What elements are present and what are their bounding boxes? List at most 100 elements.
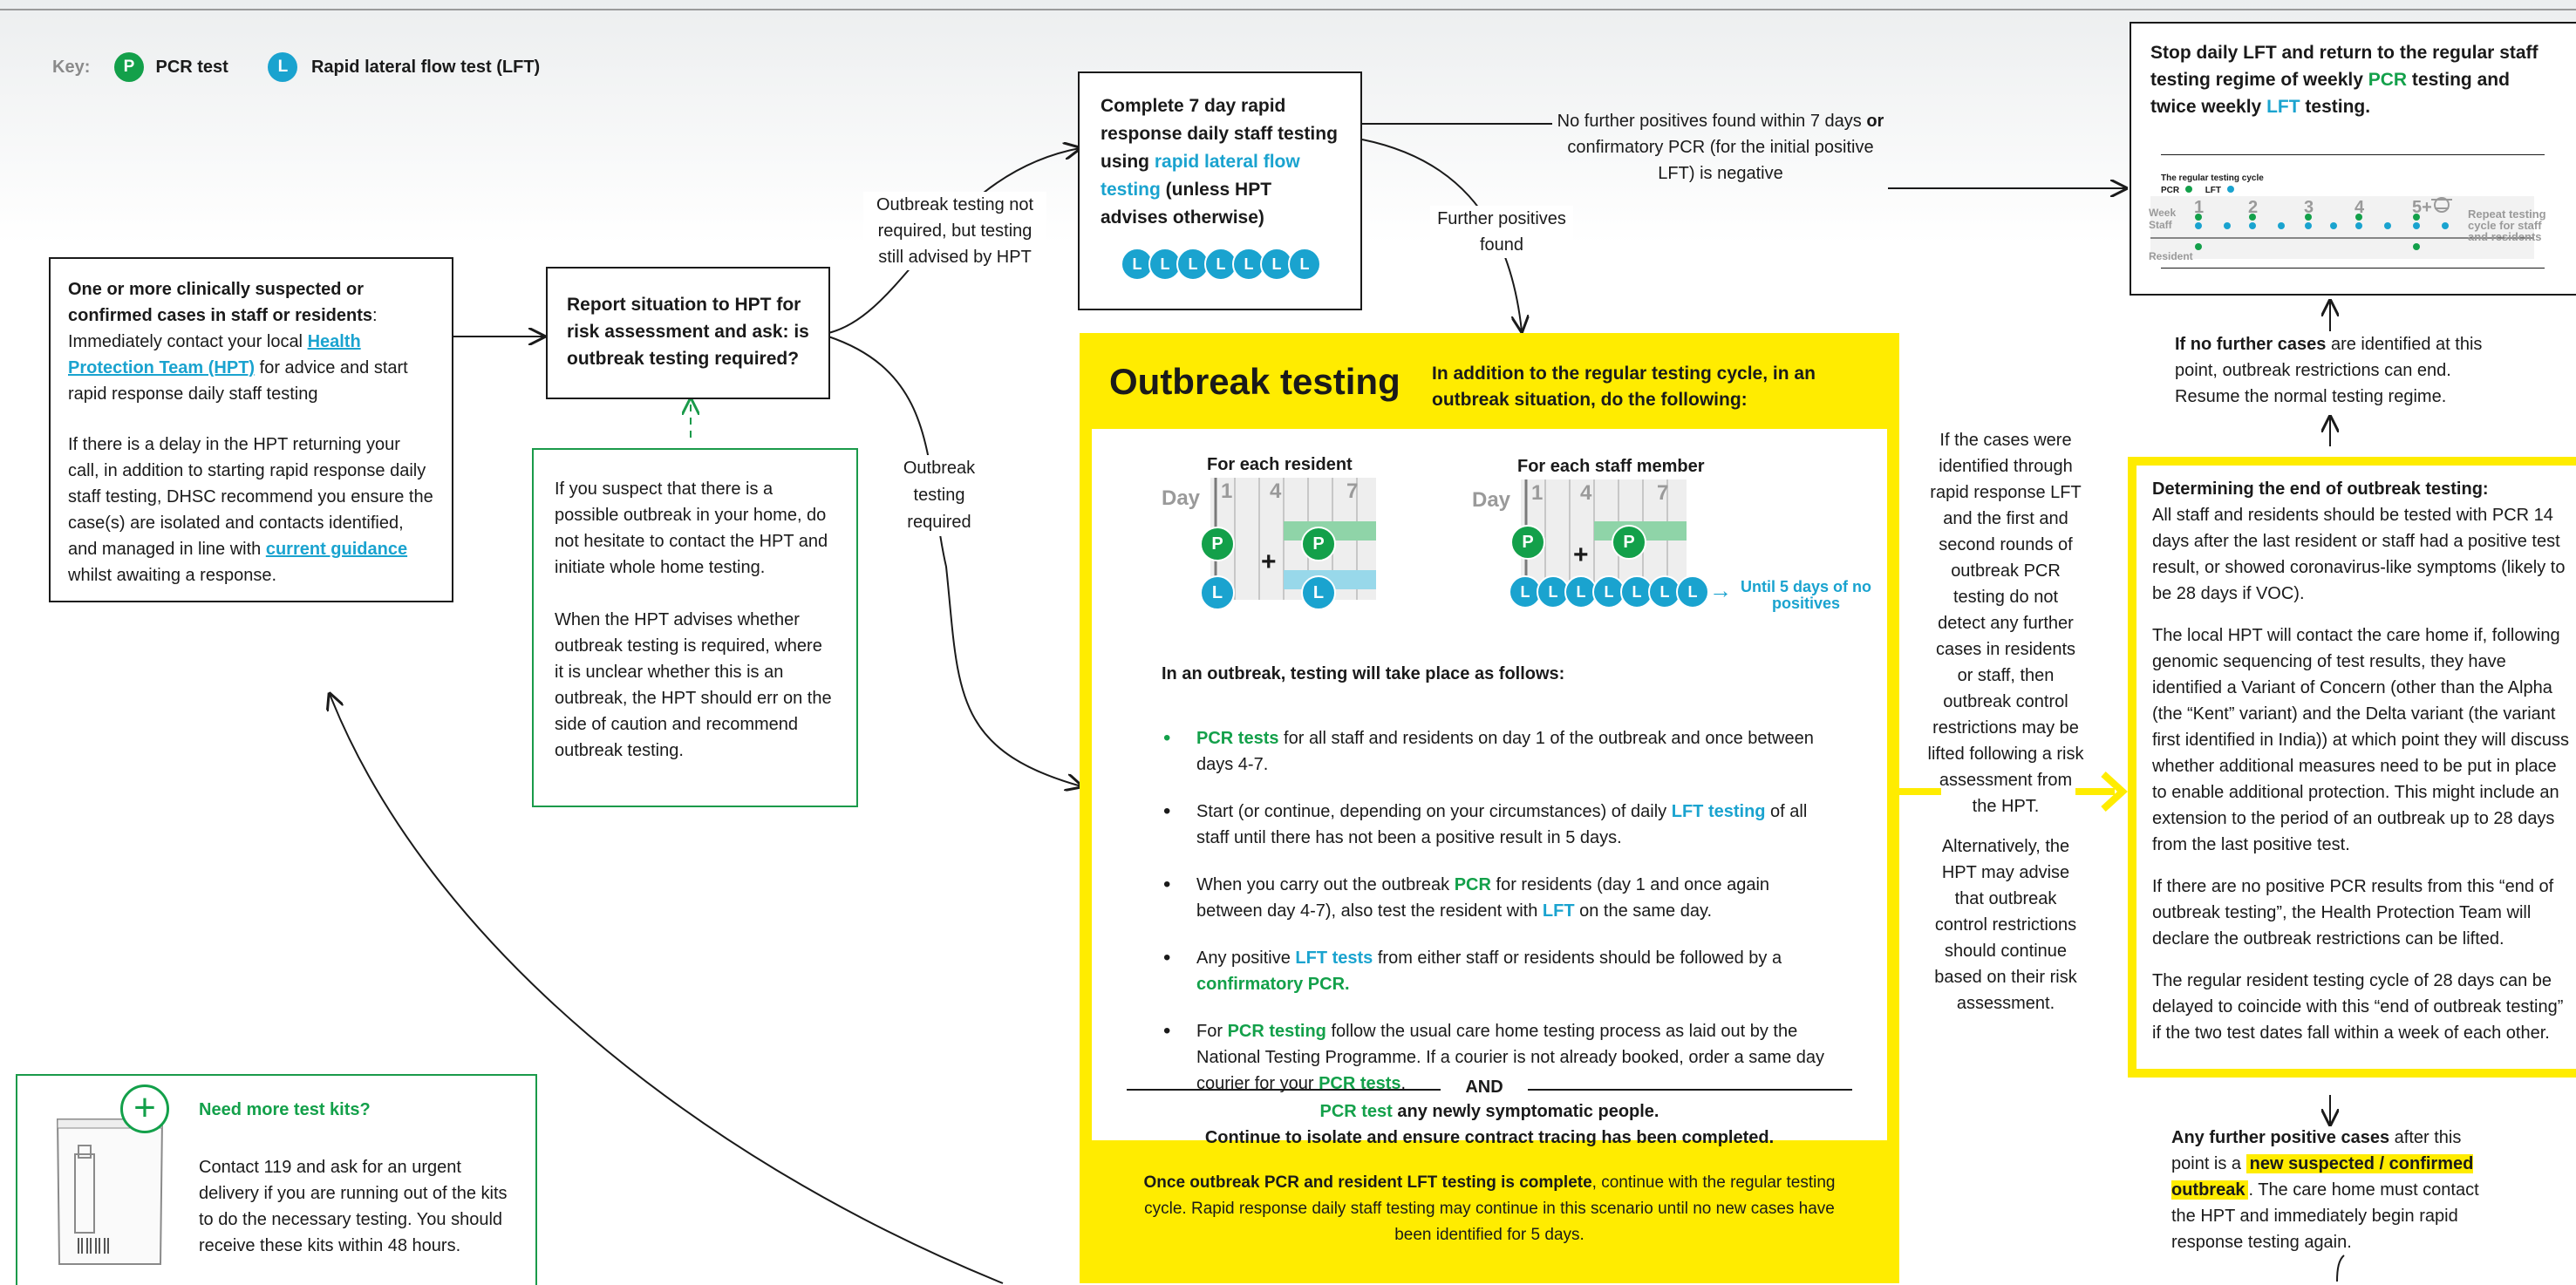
pcr-icon: P (1612, 525, 1646, 560)
list-item: Any positive LFT tests from either staff… (1162, 945, 1824, 997)
lft-key-icon: L (268, 52, 298, 82)
resident-day4: 4 (1270, 479, 1282, 503)
staff-day7: 7 (1657, 481, 1669, 505)
lft-icon: L (1200, 575, 1235, 610)
plus-circle-icon: + (120, 1084, 169, 1133)
lft-icon: L (1592, 575, 1625, 609)
resident-day-label: Day (1162, 486, 1201, 510)
label-further-positives: Further positives found (1430, 206, 1573, 258)
seven-day-testing-box: Complete 7 day rapid response daily staf… (1078, 71, 1362, 310)
as-follows-heading: In an outbreak, testing will take place … (1162, 664, 1565, 683)
lft-icon: L (1176, 248, 1210, 281)
end-outbreak-title: Determining the end of outbreak testing: (2152, 479, 2489, 499)
cycle-week-label: Week (2149, 207, 2177, 219)
stop-daily-lft-text: Stop daily LFT and return to the regular… (2150, 43, 2539, 117)
cycle-week-5: 5+ (2412, 198, 2432, 217)
initial-cases-box: One or more clinically suspected or conf… (49, 257, 453, 602)
arrow-to-outbreak-required (828, 336, 1081, 786)
staff-day-label: Day (1472, 488, 1511, 512)
kits-title: Need more test kits? (199, 1100, 371, 1119)
cycle-top-rule (2161, 154, 2545, 155)
lft-icon: L (1648, 575, 1681, 609)
staff-day4: 4 (1580, 481, 1592, 505)
and-divider-left (1127, 1089, 1441, 1091)
outbreak-footer: Once outbreak PCR and resident LFT testi… (1143, 1173, 1836, 1244)
outbreak-inner: For each resident Day 1 4 7 P P + L L Fo… (1092, 429, 1887, 1147)
outbreak-subtitle: In addition to the regular testing cycle… (1432, 364, 1816, 410)
cycle-week-1: 1 (2194, 198, 2205, 217)
no-further-cases-text: If no further cases are identified at th… (2175, 335, 2483, 406)
yellow-arrowhead (2101, 772, 2128, 812)
cycle-week-4: 4 (2355, 198, 2365, 217)
end-outbreak-p2: The local HPT will contact the care home… (2152, 626, 2569, 854)
lift-restrictions-text: If the cases were identified through rap… (1927, 431, 2084, 1013)
cycle-grid-bg (2150, 196, 2534, 259)
arrow-back-to-box1 (330, 694, 1004, 1284)
list-item: PCR tests for all staff and residents on… (1162, 725, 1824, 778)
cycle-legend: PCR LFT (2161, 177, 2234, 204)
list-item: Start (or continue, depending on your ci… (1162, 799, 1824, 851)
hpt-link[interactable]: Health Protection Team (HPT) (68, 332, 361, 377)
continue-isolate: Continue to isolate and ensure contract … (1204, 1128, 1775, 1147)
cycle-repeat-label: Repeat testing cycle for staff and resid… (2468, 207, 2546, 243)
end-outbreak-p4: The regular resident testing cycle of 28… (2152, 971, 2564, 1043)
end-outbreak-p3: If there are no positive PCR results fro… (2152, 877, 2554, 948)
stop-daily-lft-box: Stop daily LFT and return to the regular… (2130, 22, 2576, 296)
top-rule (0, 9, 2576, 10)
arrow-right-icon: → (1709, 577, 1732, 603)
suspect-paragraph-1: If you suspect that there is a possible … (555, 479, 828, 577)
resident-title: For each resident (1207, 455, 1353, 474)
list-item: When you carry out the outbreak PCR for … (1162, 872, 1824, 924)
staff-day1: 1 (1531, 481, 1544, 505)
lft-icon: L (1564, 575, 1598, 609)
cycle-title: The regular testing cycle (2161, 173, 2264, 183)
test-kits-box: + Need more test kits? Contact 119 and a… (16, 1074, 537, 1285)
initial-cases-paragraph: One or more clinically suspected or conf… (68, 280, 408, 404)
resident-plus: + (1261, 547, 1277, 576)
end-outbreak-p1: All staff and residents should be tested… (2152, 506, 2566, 603)
suspect-paragraph-2: When the HPT advises whether outbreak te… (555, 610, 832, 760)
arrow-further-positives (1361, 139, 1522, 331)
label-outbreak-required: Outbreak testing required (891, 455, 987, 536)
delay-paragraph: If there is a delay in the HPT returning… (68, 435, 433, 585)
current-guidance-link[interactable]: current guidance (265, 540, 408, 559)
lft-icon: L (1121, 248, 1154, 281)
lft-icon: L (1204, 248, 1237, 281)
outbreak-title: Outbreak testing (1109, 361, 1400, 402)
kits-body: Contact 119 and ask for an urgent delive… (199, 1158, 508, 1255)
testing-cycle-diagram: The regular testing cycle PCR LFT Week S… (2149, 154, 2560, 285)
pcr-key-icon: P (113, 52, 144, 82)
resident-grid (1210, 478, 1376, 600)
and-divider-right (1528, 1089, 1852, 1091)
staff-title: For each staff member (1517, 457, 1705, 476)
newly-symptomatic: PCR test any newly symptomatic people. (1319, 1102, 1659, 1121)
pcr-icon: P (1200, 527, 1235, 561)
label-not-required: Outbreak testing not required, but testi… (863, 192, 1046, 270)
resident-day1: 1 (1221, 479, 1233, 503)
lft-key-label: Rapid lateral flow test (LFT) (310, 57, 541, 77)
arrow-curl-bottom (2336, 1254, 2345, 1282)
report-hpt-box: Report situation to HPT for risk assessm… (546, 267, 830, 399)
end-of-outbreak-box: Determining the end of outbreak testing:… (2128, 457, 2576, 1078)
lft-icon: L (1301, 575, 1336, 610)
rapid-lft-link: rapid lateral flow testing (1101, 152, 1300, 200)
key-legend: Key: P PCR test L Rapid lateral flow tes… (52, 52, 540, 82)
further-positive-text: Any further positive cases after this po… (2171, 1128, 2479, 1252)
report-hpt-text: Report situation to HPT for risk assessm… (567, 295, 809, 369)
until-no-positives: Until 5 days of no positives (1741, 578, 1872, 612)
key-label: Key: (52, 57, 91, 77)
label-no-further-positives: No further positives found within 7 days… (1557, 112, 1884, 183)
lft-icon: L (1288, 248, 1321, 281)
lft-icon: L (1676, 575, 1709, 609)
lft-icon: L (1232, 248, 1265, 281)
cycle-week-3: 3 (2304, 198, 2314, 217)
suspect-outbreak-box: If you suspect that there is a possible … (532, 448, 858, 807)
and-label: AND (1465, 1078, 1503, 1097)
list-item: For PCR testing follow the usual care ho… (1162, 1018, 1824, 1097)
outbreak-testing-panel: Outbreak testing In addition to the regu… (1080, 333, 1899, 1283)
pcr-icon: P (1301, 527, 1336, 561)
outbreak-steps-list: PCR tests for all staff and residents on… (1162, 725, 1824, 1118)
